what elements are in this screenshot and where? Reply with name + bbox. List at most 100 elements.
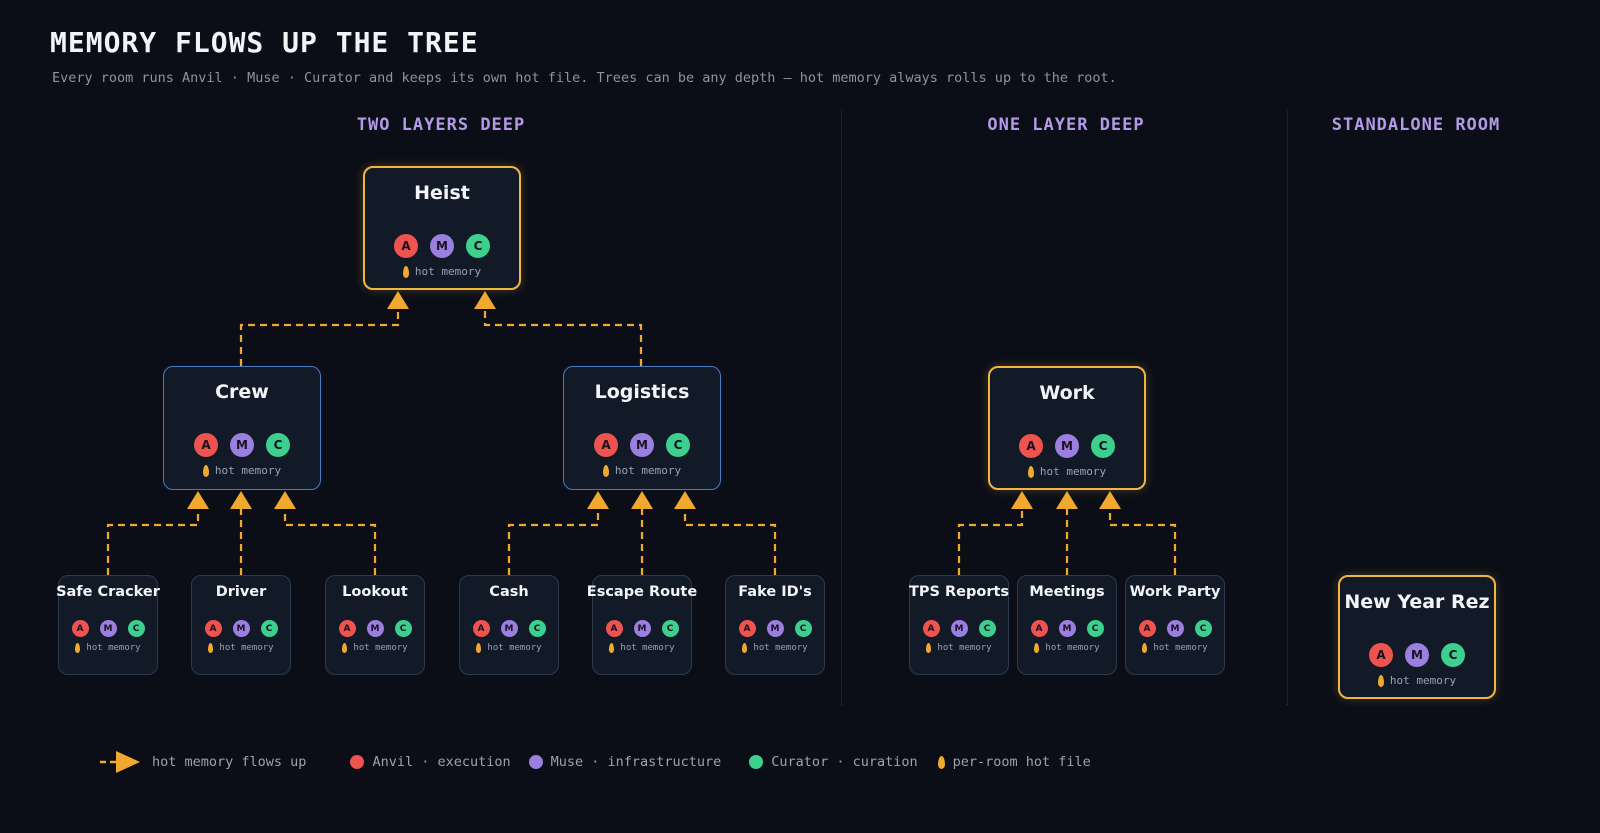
anvil-badge: A [1138, 620, 1156, 637]
flow-arrowhead [387, 291, 409, 309]
hot-memory-indicator: hot memory [1034, 643, 1100, 653]
muse-badge: M [950, 620, 968, 637]
flame-icon [75, 643, 81, 653]
curator-badge: C [266, 433, 290, 457]
muse-badge: M [230, 433, 254, 457]
hot-memory-indicator: hot memory [602, 464, 682, 477]
muse-badge: M [633, 620, 651, 637]
flow-arrowhead [1056, 491, 1078, 509]
flow-arrowhead [631, 491, 653, 509]
flow-connector [239, 309, 400, 366]
flow-arrowhead [1011, 491, 1033, 509]
hot-memory-label: hot memory [1045, 643, 1100, 653]
hot-memory-indicator: hot memory [75, 643, 141, 653]
hot-memory-indicator: hot memory [1377, 674, 1456, 687]
room-name: New Year Rez [1344, 591, 1490, 613]
anvil-badge: A [71, 620, 89, 637]
anvil-badge: A [594, 433, 618, 457]
flame-icon [402, 265, 409, 278]
hot-memory-indicator: hot memory [926, 643, 992, 653]
legend-muse-label: Muse · infrastructure [550, 754, 722, 770]
hot-memory-label: hot memory [620, 643, 675, 653]
anvil-badge: A [194, 433, 218, 457]
muse-badge: M [766, 620, 784, 637]
flow-arrowhead [187, 491, 209, 509]
muse-badge: M [430, 234, 454, 258]
room-name: Logistics [594, 381, 690, 403]
curator-badge: C [394, 620, 412, 637]
curator-dot-icon [749, 755, 764, 769]
muse-badge: M [232, 620, 250, 637]
curator-badge: C [666, 433, 690, 457]
legend-hotfile-label: per-room hot file [952, 754, 1091, 770]
flame-icon [1142, 643, 1148, 653]
anvil-badge: A [605, 620, 623, 637]
section-divider [841, 110, 842, 705]
hot-memory-label: hot memory [1039, 465, 1107, 478]
muse-badge: M [1405, 643, 1429, 667]
muse-badge: M [366, 620, 384, 637]
anvil-badge: A [338, 620, 356, 637]
room-name: Heist [414, 182, 470, 204]
room-name: Safe Cracker [56, 584, 160, 600]
flame-icon [202, 464, 209, 477]
flow-arrowhead [1099, 491, 1121, 509]
curator-badge: C [260, 620, 278, 637]
room-name: TPS Reports [908, 584, 1010, 600]
curator-badge: C [1194, 620, 1212, 637]
curator-badge: C [1091, 434, 1115, 458]
hot-memory-label: hot memory [487, 643, 542, 653]
muse-badge: M [500, 620, 518, 637]
muse-badge: M [1058, 620, 1076, 637]
flow-connector [1108, 509, 1177, 575]
hot-memory-label: hot memory [414, 265, 482, 278]
hot-memory-label: hot memory [753, 643, 808, 653]
flow-arrowhead [674, 491, 696, 509]
hot-memory-indicator: hot memory [1142, 643, 1208, 653]
flow-connector [283, 509, 377, 575]
flame-icon [476, 643, 482, 653]
room-name: Meetings [1029, 584, 1105, 600]
hot-memory-indicator: hot memory [202, 464, 282, 477]
muse-badge: M [630, 433, 654, 457]
hot-memory-indicator: hot memory [342, 643, 408, 653]
flame-icon [602, 464, 609, 477]
flow-connector [957, 509, 1024, 575]
room-name: Crew [215, 381, 269, 403]
hot-memory-label: hot memory [214, 464, 282, 477]
flow-connector [483, 309, 643, 366]
legend-hotfile: per-room hot file [937, 754, 1091, 770]
flow-arrowhead [474, 291, 496, 309]
hot-memory-label: hot memory [353, 643, 408, 653]
hot-memory-label: hot memory [614, 464, 682, 477]
legend: hot memory flows up Anvil · execution Mu… [98, 750, 1091, 774]
hot-memory-label: hot memory [1153, 643, 1208, 653]
room-name: Work Party [1129, 584, 1221, 600]
flame-icon [208, 643, 214, 653]
curator-badge: C [1441, 643, 1465, 667]
curator-badge: C [528, 620, 546, 637]
room-name: Escape Route [586, 584, 698, 600]
legend-muse: Muse · infrastructure [528, 754, 722, 770]
flame-icon [1027, 465, 1034, 478]
